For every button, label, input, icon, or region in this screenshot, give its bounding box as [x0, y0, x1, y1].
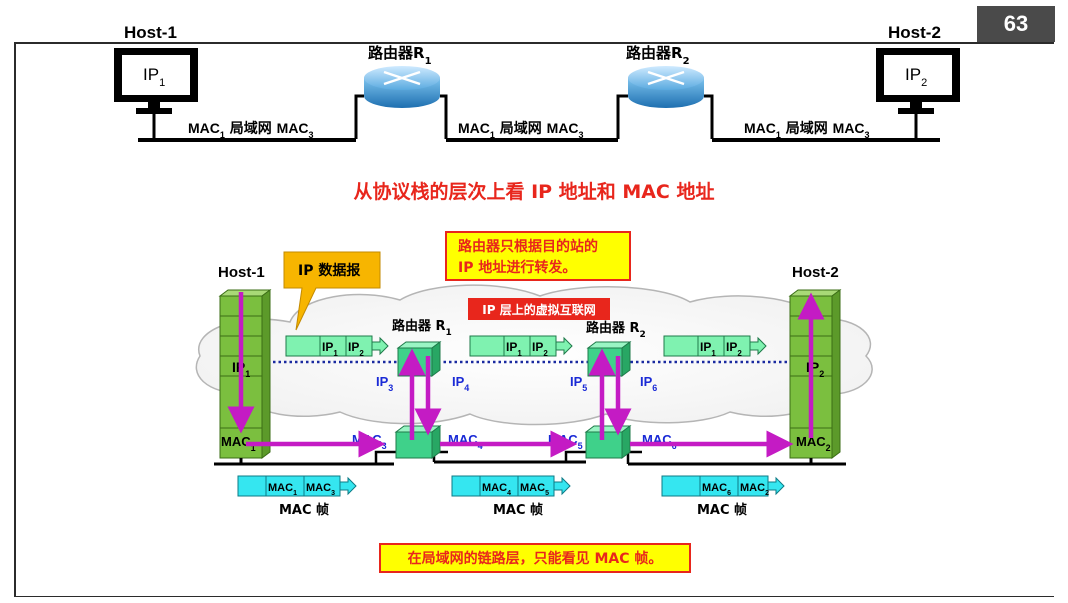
mac-frame-2: MAC4 MAC5 MAC 帧 — [451, 475, 571, 518]
ip6-label: IP6 — [640, 374, 657, 393]
ip3-label: IP3 — [376, 374, 393, 393]
r2-right-stub — [626, 450, 642, 464]
svg-text:IP1: IP1 — [322, 340, 338, 358]
top-network: Host-1 IP1 Host-2 IP2 路由器R1 — [114, 23, 960, 142]
svg-text:MAC1: MAC1 — [268, 482, 297, 497]
ip-datagram-1: IP1 IP2 — [285, 335, 389, 358]
diagram-host1-label: Host-1 — [218, 264, 265, 281]
ip5-label: IP5 — [570, 374, 587, 393]
routers-note: 路由器只根据目的站的 IP 地址进行转发。 — [445, 231, 631, 281]
flow-arrows — [227, 292, 825, 458]
top-host2-label: Host-2 — [888, 23, 941, 42]
diagram-host2-label: Host-2 — [792, 264, 839, 281]
diagram-router1-label: 路由器 R1 — [392, 318, 452, 338]
ip-datagram-2: IP1 IP2 — [469, 335, 573, 358]
mac-frame-3-caption: MAC 帧 — [697, 502, 747, 518]
lan-label-3: MAC1 局域网 MAC3 — [744, 120, 870, 140]
left-rule — [14, 42, 16, 597]
lan-label-2: MAC1 局域网 MAC3 — [458, 120, 584, 140]
host2-ip-text: IP2 — [905, 65, 927, 89]
mac-frame-1: MAC1 MAC3 MAC 帧 — [237, 475, 357, 518]
protocol-diagram: Host-1 IP1 MAC1 Host-2 — [195, 231, 873, 573]
svg-text:IP2: IP2 — [726, 340, 742, 358]
svg-text:MAC3: MAC3 — [306, 482, 335, 497]
page-number: 63 — [1003, 11, 1029, 36]
svg-text:IP2: IP2 — [348, 340, 364, 358]
host2-mac-layer-label: MAC2 — [796, 434, 831, 453]
mac-frame-1-caption: MAC 帧 — [279, 502, 329, 518]
ip-cloud-badge-text: IP 层上的虚拟互联网 — [482, 302, 595, 317]
diagram-router2-label: 路由器 R2 — [586, 320, 646, 340]
svg-text:IP2: IP2 — [532, 340, 548, 358]
top-host1-label: Host-1 — [124, 23, 177, 42]
svg-text:MAC2: MAC2 — [740, 482, 769, 497]
page-number-badge — [977, 6, 1055, 42]
mac3-label: MAC3 — [352, 432, 387, 451]
svg-text:MAC6: MAC6 — [702, 482, 731, 497]
host1-mac-layer-label: MAC1 — [221, 434, 256, 453]
router1-icon — [354, 66, 448, 139]
section-heading: 从协议栈的层次上看 IP 地址和 MAC 地址 — [353, 180, 714, 203]
lan-label-1: MAC1 局域网 MAC3 — [188, 120, 314, 140]
mac5-label: MAC5 — [548, 432, 583, 451]
router1-mac-cube — [394, 425, 442, 459]
top-router2-label: 路由器R2 — [626, 44, 690, 67]
mac-frame-3: MAC6 MAC2 MAC 帧 — [661, 475, 785, 518]
ip4-label: IP4 — [452, 374, 469, 393]
mac6-label: MAC6 — [642, 432, 677, 451]
routers-note-line2: IP 地址进行转发。 — [458, 259, 576, 276]
svg-text:MAC4: MAC4 — [482, 482, 511, 497]
link-layer-note-text: 在局域网的链路层，只能看见 MAC 帧。 — [408, 550, 663, 567]
top-router1-label: 路由器R1 — [368, 44, 432, 67]
host1-ip-text: IP1 — [143, 65, 165, 89]
link-layer-note: 在局域网的链路层，只能看见 MAC 帧。 — [379, 543, 691, 573]
mac-frame-2-caption: MAC 帧 — [493, 502, 543, 518]
datagram-callout: IP 数据报 — [283, 251, 381, 331]
host1-monitor-icon — [114, 48, 198, 139]
routers-note-line1: 路由器只根据目的站的 — [458, 238, 598, 255]
bottom-rule — [14, 596, 1054, 597]
mac4-label: MAC4 — [448, 432, 483, 451]
ip-datagram-3: IP1 IP2 — [663, 335, 767, 358]
host2-monitor-icon — [876, 48, 960, 139]
datagram-callout-text: IP 数据报 — [298, 262, 360, 279]
router1-ip-cube — [396, 341, 442, 377]
top-rule — [14, 42, 1054, 44]
router2-icon — [616, 66, 714, 139]
svg-text:MAC5: MAC5 — [520, 482, 549, 497]
svg-text:IP1: IP1 — [506, 340, 522, 358]
router2-mac-cube — [584, 425, 632, 459]
svg-text:IP1: IP1 — [700, 340, 716, 358]
ip-cloud-badge: IP 层上的虚拟互联网 — [468, 298, 610, 320]
router2-ip-cube — [586, 341, 632, 377]
r1-left-stub — [374, 450, 396, 464]
